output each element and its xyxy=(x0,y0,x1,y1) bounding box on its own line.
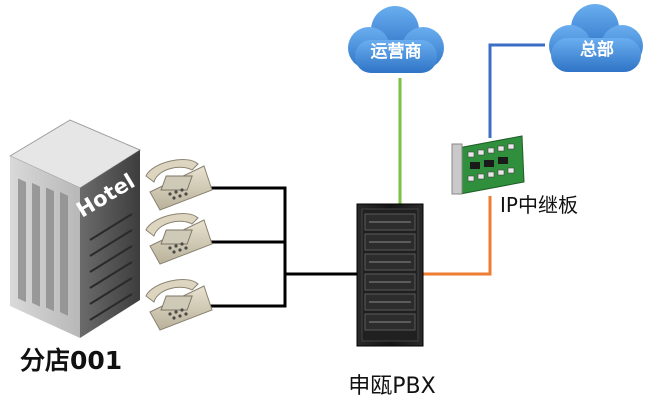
cloud-icon xyxy=(549,4,643,72)
cloud-icon xyxy=(348,6,444,73)
telephone-icon xyxy=(145,213,213,265)
pbx-label: 申瓯PBX xyxy=(348,374,435,399)
ip-board-label: IP中继板 xyxy=(500,193,578,217)
phone-wiring xyxy=(205,186,358,308)
cloud-carrier-label: 运营商 xyxy=(371,41,422,62)
circuit-board-icon xyxy=(451,135,525,195)
telephone-icon xyxy=(145,159,213,211)
server-rack-icon xyxy=(356,203,424,347)
cloud-hq-label: 总部 xyxy=(580,39,614,60)
hq-link xyxy=(488,43,545,138)
cloud-carrier: 运营商 xyxy=(348,6,444,73)
ip-trunk-link xyxy=(421,196,492,276)
telephone-icon xyxy=(145,279,213,331)
hotel-label: 分店001 xyxy=(20,346,122,375)
hotel-building-icon: Hotel xyxy=(8,119,142,338)
cloud-hq: 总部 xyxy=(549,4,643,72)
